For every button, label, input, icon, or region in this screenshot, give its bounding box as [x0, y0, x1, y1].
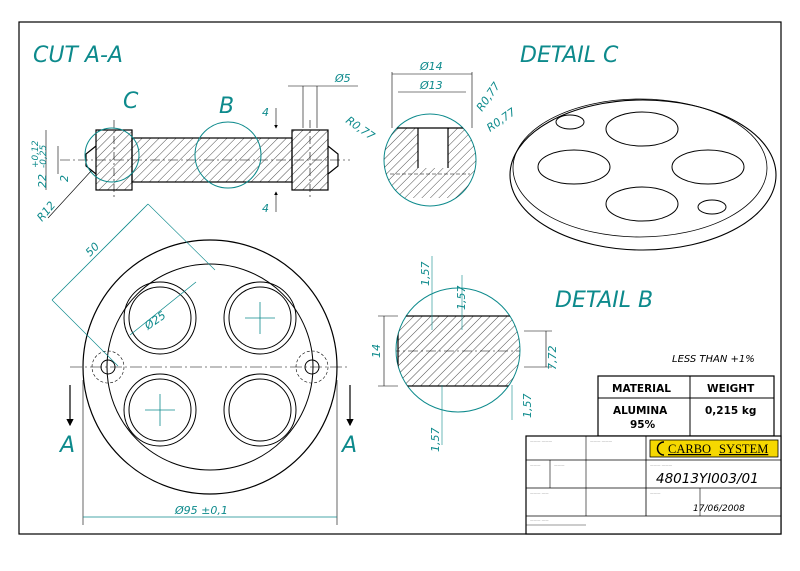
svg-text:———: ——— [650, 491, 661, 495]
dim-thk2: 2 [58, 175, 71, 182]
dim-four-top: 4 [262, 106, 269, 119]
material-header: MATERIAL [612, 383, 671, 395]
cut-section-view: CUT A-A C B Ø5 4 4 +0,12 -0,25 22 2 R12 [31, 43, 358, 224]
dim-b157-2: 1,57 [455, 286, 468, 311]
dim-four-bottom: 4 [262, 202, 269, 215]
dim-r12: R12 [34, 199, 58, 224]
dim-d25: Ø25 [141, 309, 168, 333]
label-c: C [123, 89, 139, 114]
drawing-date: 17/06/2008 [693, 504, 745, 514]
isometric-view [509, 98, 777, 251]
dim-tol-upper: +0,12 [31, 140, 41, 168]
logo-left: CARBO [668, 442, 711, 456]
dim-d5: Ø5 [334, 72, 351, 85]
dim-len50: 50 [83, 240, 102, 259]
dim-r077-c: R0,77 [484, 105, 518, 134]
svg-text:——— ——: ——— —— [530, 491, 549, 495]
svg-text:——— ——: ——— —— [530, 518, 549, 522]
front-view: A A 50 Ø25 Ø95 ±0,1 [51, 203, 357, 525]
material-table: MATERIAL WEIGHT ALUMINA 95% 0,215 kg [597, 375, 775, 437]
detail-c-title: DETAIL C [520, 43, 619, 68]
label-b: B [219, 94, 234, 119]
label-a-right: A [340, 433, 357, 458]
title-block: ——— ——— ——— ——— ——— ——— ——— —— ——— —— ——… [525, 435, 782, 535]
company-logo [649, 439, 779, 458]
logo-right: SYSTEM [719, 442, 768, 456]
weight-value: 0,215 kg [705, 405, 756, 417]
svg-text:——— ———: ——— ——— [590, 439, 613, 443]
dim-b722: 7,72 [546, 346, 559, 371]
dim-b14: 14 [370, 344, 383, 358]
drawing-number: 48013YI003/01 [656, 471, 759, 487]
detail-c-view: DETAIL C Ø14 Ø13 R0,77 R0,77 R0,77 [343, 43, 619, 207]
svg-text:——— ———: ——— ——— [530, 439, 553, 443]
dim-b157-4: 1,57 [521, 394, 534, 419]
material-line2: 95% [630, 419, 656, 431]
dim-b157-1: 1,57 [419, 262, 432, 287]
dim-thk22: 22 [36, 174, 49, 188]
material-line1: ALUMINA [613, 405, 668, 417]
dim-d14: Ø14 [419, 60, 443, 73]
cut-title: CUT A-A [33, 43, 123, 68]
detail-b-title: DETAIL B [555, 288, 653, 313]
label-a-left: A [58, 433, 75, 458]
dim-r077-b: R0,77 [474, 80, 503, 114]
dim-d13: Ø13 [419, 79, 443, 92]
dim-d95: Ø95 ±0,1 [174, 504, 228, 517]
weight-header: WEIGHT [707, 383, 755, 395]
dim-b157-3: 1,57 [429, 428, 442, 453]
dim-tol-lower: -0,25 [39, 144, 49, 168]
svg-text:——— ———: ——— ——— [650, 463, 673, 467]
drawing-frame [18, 21, 782, 535]
svg-text:———: ——— [530, 463, 541, 467]
note-less-than: LESS THAN +1% [672, 354, 755, 365]
detail-b-view: DETAIL B 14 7,72 1,57 1,57 1,57 1,57 [370, 256, 653, 452]
svg-text:———: ——— [554, 463, 565, 467]
dim-r077-a: R0,77 [343, 114, 377, 143]
